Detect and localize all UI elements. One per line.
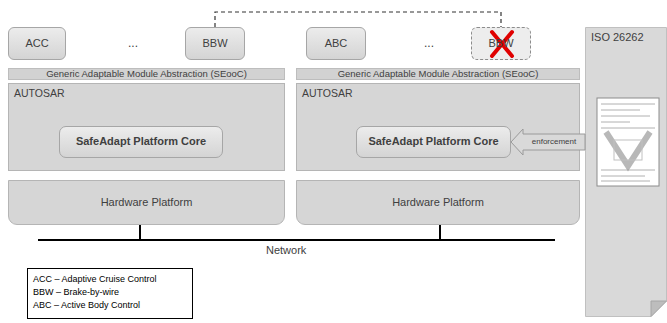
node-text: BBW [202, 37, 227, 50]
module-box: ACC [8, 27, 66, 60]
standard-panel: ISO 26262 [585, 27, 667, 317]
abstraction-band: Generic Adaptable Module Abstraction (SE… [8, 68, 285, 80]
legend-entry: BBW – Brake-by-wire [33, 286, 157, 299]
node-text: ACC [25, 37, 48, 50]
network-stub [139, 225, 141, 240]
panel-fold [651, 301, 667, 317]
module-box: ABC [306, 27, 366, 60]
panel-outline [585, 27, 667, 317]
legend-frame [28, 269, 193, 319]
node-text: ABC [325, 37, 348, 50]
network-bus [38, 239, 555, 241]
node-text: SafeAdapt Platform Core [368, 135, 498, 148]
removed-module-box: BBW [471, 27, 531, 60]
network-stub [439, 225, 441, 240]
legend: ACC – Adaptive Cruise ControlBBW – Brake… [33, 273, 157, 312]
abstraction-band: Generic Adaptable Module Abstraction (SE… [296, 68, 580, 80]
hardware-box: Hardware Platform [296, 180, 580, 225]
autosar-layer: SafeAdapt Platform Core AUTOSAR [8, 83, 285, 171]
network-label: Network [266, 244, 306, 256]
module-box: BBW [185, 27, 245, 60]
dashed-connector [215, 12, 501, 27]
hardware-box: Hardware Platform [8, 180, 285, 225]
node-text: AUTOSAR [302, 87, 353, 100]
node-text: ISO 26262 [591, 31, 644, 44]
node-text: Hardware Platform [392, 196, 484, 209]
legend-entry: ABC – Active Body Control [33, 299, 157, 312]
node-text: Hardware Platform [101, 196, 193, 209]
legend-entry: ACC – Adaptive Cruise Control [33, 273, 157, 286]
ellipsis: ... [128, 36, 138, 50]
ellipsis: ... [424, 36, 434, 50]
node-text: Generic Adaptable Module Abstraction (SE… [46, 69, 247, 79]
autosar-layer: SafeAdapt Platform Core AUTOSAR [296, 83, 580, 171]
node-text: Generic Adaptable Module Abstraction (SE… [338, 69, 539, 79]
node-text: BBW [488, 37, 513, 50]
platform-core-box: SafeAdapt Platform Core [356, 126, 511, 158]
connector-label: enforcement [531, 137, 577, 147]
node-text: SafeAdapt Platform Core [76, 135, 206, 148]
platform-core-box: SafeAdapt Platform Core [59, 126, 223, 158]
node-text: AUTOSAR [14, 87, 65, 100]
panel-shape [586, 28, 667, 317]
